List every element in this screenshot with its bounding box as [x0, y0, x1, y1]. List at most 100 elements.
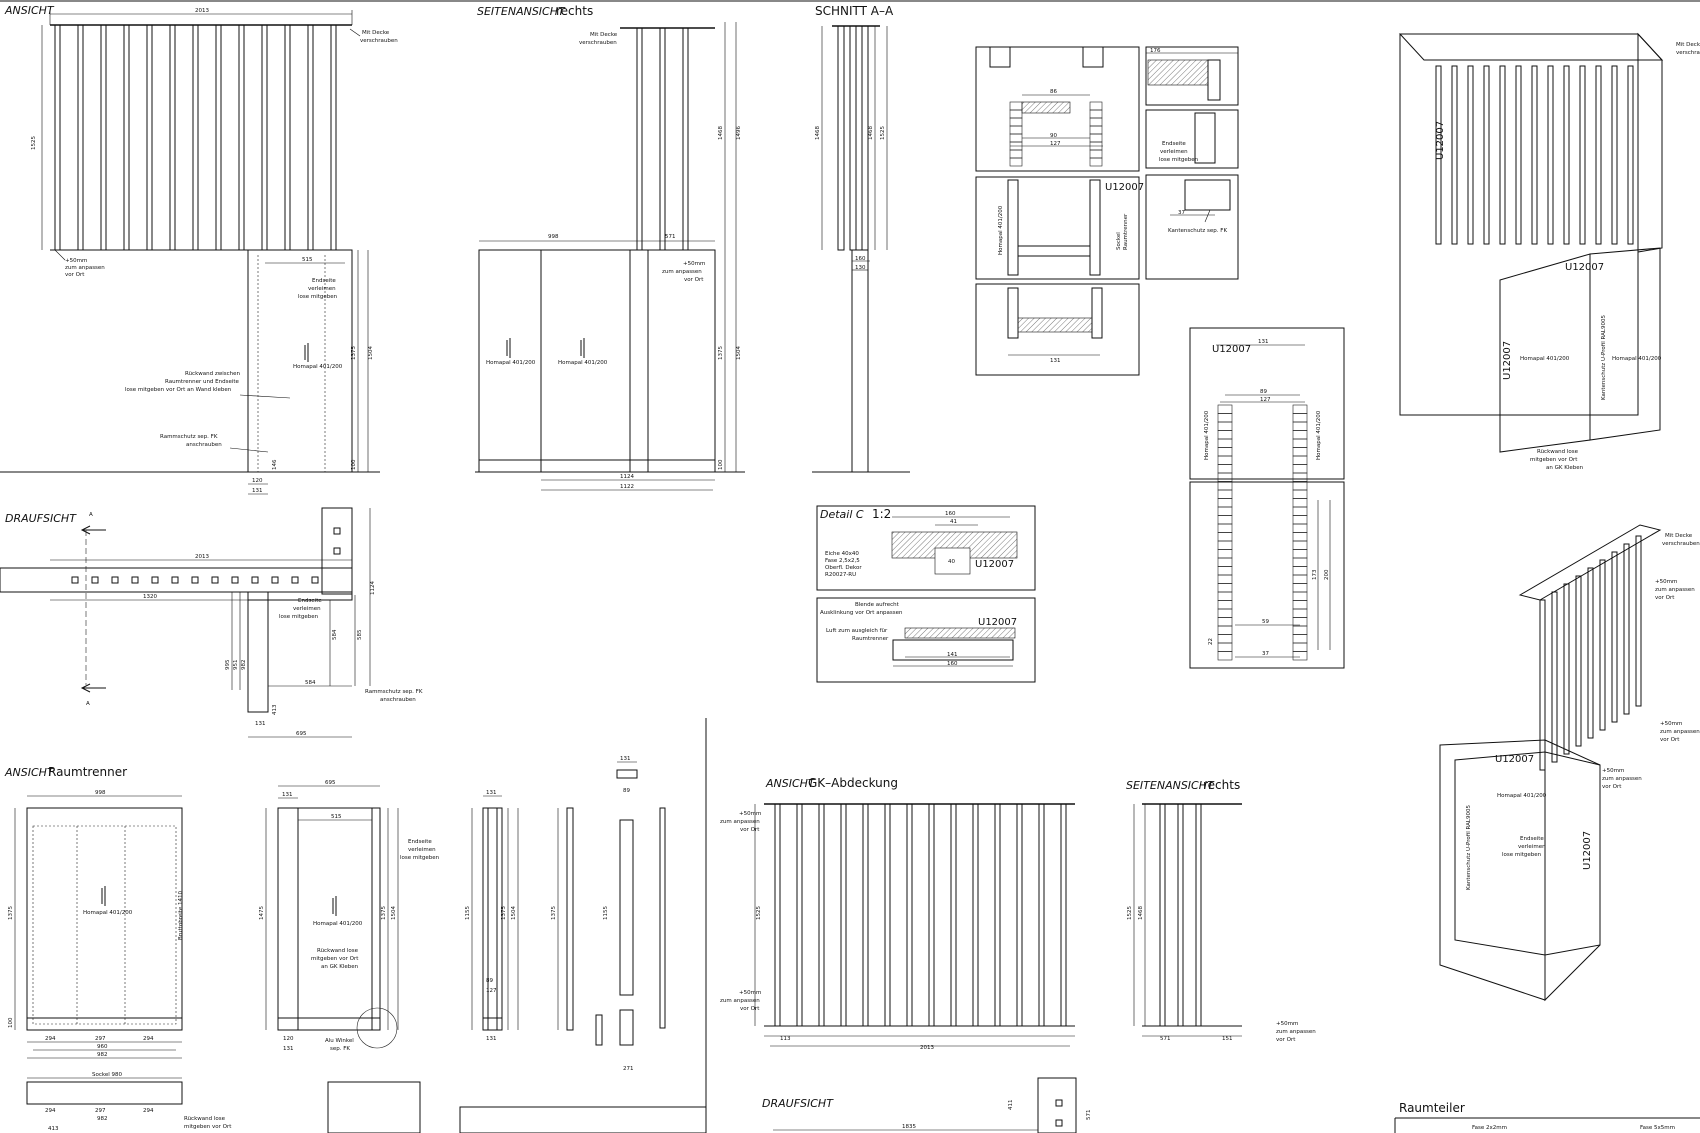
svg-text:Endseite: Endseite	[312, 278, 336, 284]
svg-text:+50mm: +50mm	[1602, 768, 1624, 774]
svg-text:Mit Decke: Mit Decke	[1676, 42, 1700, 48]
svg-text:1468: 1468	[815, 126, 821, 140]
svg-text:131: 131	[486, 1036, 497, 1042]
narrow-panels: 131 1155 1375 1504 89 127 131 1375 131 8…	[459, 756, 707, 1133]
svg-text:127: 127	[1260, 397, 1271, 403]
svg-text:571: 571	[1086, 1110, 1092, 1121]
svg-text:lose mitgeben vor Ort an Wand: lose mitgeben vor Ort an Wand kleben	[125, 387, 232, 393]
svg-text:1496: 1496	[736, 126, 742, 140]
slat	[146, 24, 153, 251]
svg-text:100: 100	[718, 459, 724, 470]
slat	[1499, 65, 1506, 245]
brick	[1292, 498, 1308, 508]
square-marker	[211, 576, 219, 584]
svg-text:41: 41	[950, 519, 957, 525]
svg-text:Rückwand zwischen: Rückwand zwischen	[185, 371, 241, 377]
svg-text:vor Ort: vor Ort	[1660, 737, 1680, 743]
svg-text:+50mm: +50mm	[1655, 579, 1677, 585]
svg-text:1124: 1124	[620, 474, 634, 480]
brick	[1089, 133, 1103, 143]
view-seitenansicht-gk: SEITENANSICHT rechts 1525 1468 +50mm zum…	[1126, 778, 1316, 1043]
svg-text:294: 294	[143, 1108, 154, 1114]
svg-text:+50mm: +50mm	[65, 258, 87, 264]
square-marker	[291, 576, 299, 584]
svg-text:+50mm: +50mm	[1276, 1021, 1298, 1027]
brick	[1009, 149, 1023, 159]
svg-text:sep. FK: sep. FK	[330, 1046, 350, 1052]
svg-text:Eiche 40x40: Eiche 40x40	[825, 551, 859, 557]
svg-text:160: 160	[855, 256, 866, 262]
brick	[1089, 149, 1103, 159]
slat	[1539, 599, 1546, 771]
svg-text:Mit Decke: Mit Decke	[590, 32, 618, 38]
slat	[1587, 567, 1594, 739]
brick	[1089, 101, 1103, 111]
square-marker	[91, 576, 99, 584]
square-marker	[333, 527, 341, 535]
brick	[1292, 430, 1308, 440]
svg-text:lose mitgeben: lose mitgeben	[1159, 157, 1199, 163]
iso-view-bottom: U12007 U12007 Homapal 401/200 Endseite v…	[1439, 524, 1700, 1002]
svg-text:anschrauben: anschrauben	[186, 442, 222, 448]
brick	[1292, 651, 1308, 661]
svg-text:R20027-RU: R20027-RU	[825, 572, 856, 578]
square-marker	[251, 576, 259, 584]
view-seitenansicht: SEITENANSICHT rechts Mit Decke verschrau…	[475, 4, 745, 491]
brick	[1009, 125, 1023, 135]
slat	[1483, 65, 1490, 245]
brick	[1009, 101, 1023, 111]
svg-text:Homapal 401/200: Homapal 401/200	[83, 910, 133, 916]
svg-text:Kantenschutz U-Profil RAL9005: Kantenschutz U-Profil RAL9005	[1601, 315, 1607, 400]
svg-text:982: 982	[97, 1116, 108, 1122]
svg-text:verleimen: verleimen	[293, 606, 321, 612]
svg-text:zum anpassen: zum anpassen	[1602, 776, 1642, 782]
svg-text:+50mm: +50mm	[1660, 721, 1682, 727]
brick	[1217, 549, 1233, 559]
svg-text:Endseite: Endseite	[298, 598, 322, 604]
square-marker	[333, 547, 341, 555]
svg-text:585: 585	[357, 629, 363, 640]
view-draufsicht-bottom: DRAUFSICHT 1835 411 571	[762, 1077, 1092, 1133]
svg-text:anschrauben: anschrauben	[380, 697, 416, 703]
svg-text:vor Ort: vor Ort	[740, 1006, 760, 1012]
square-marker	[151, 576, 159, 584]
view-schnitt: SCHNITT A–A 1468 1468 1525 160 130	[812, 4, 910, 473]
slat	[1563, 583, 1570, 755]
slat	[796, 803, 803, 1027]
brick	[1292, 642, 1308, 652]
brick	[1217, 574, 1233, 584]
svg-text:verschrauben: verschrauben	[579, 40, 617, 46]
brick	[1009, 133, 1023, 143]
brick	[1292, 421, 1308, 431]
brick	[1292, 489, 1308, 499]
svg-text:130: 130	[855, 265, 866, 271]
brick	[1292, 532, 1308, 542]
svg-text:+50mm: +50mm	[683, 261, 705, 267]
slat	[330, 24, 337, 251]
iso-view-top: U12007 U12007 U12007 Homapal 401/200 Hom…	[1398, 32, 1700, 471]
svg-text:Kantenschutz sep. FK: Kantenschutz sep. FK	[1168, 228, 1227, 234]
svg-text:Fase 2,5x2,5: Fase 2,5x2,5	[825, 558, 860, 564]
svg-text:151: 151	[1222, 1036, 1233, 1042]
square-marker	[131, 576, 139, 584]
svg-text:zum anpassen: zum anpassen	[65, 265, 105, 271]
brick	[1292, 557, 1308, 567]
svg-text:Homapal 401/200: Homapal 401/200	[313, 921, 363, 927]
svg-text:U12007: U12007	[1495, 754, 1534, 765]
svg-text:2013: 2013	[920, 1045, 934, 1051]
svg-text:131: 131	[486, 790, 497, 796]
brick	[1217, 438, 1233, 448]
brick	[1217, 464, 1233, 474]
brick	[1009, 109, 1023, 119]
brick	[1292, 506, 1308, 516]
svg-text:Rückwand lose: Rückwand lose	[184, 1116, 226, 1122]
slat	[884, 803, 891, 1027]
slat	[169, 24, 176, 251]
svg-text:U12007: U12007	[1565, 262, 1604, 273]
svg-text:1375: 1375	[551, 906, 557, 920]
brick	[1217, 651, 1233, 661]
svg-text:515: 515	[331, 814, 342, 820]
square-marker	[231, 576, 239, 584]
svg-text:Homapal 401/200: Homapal 401/200	[558, 360, 608, 366]
